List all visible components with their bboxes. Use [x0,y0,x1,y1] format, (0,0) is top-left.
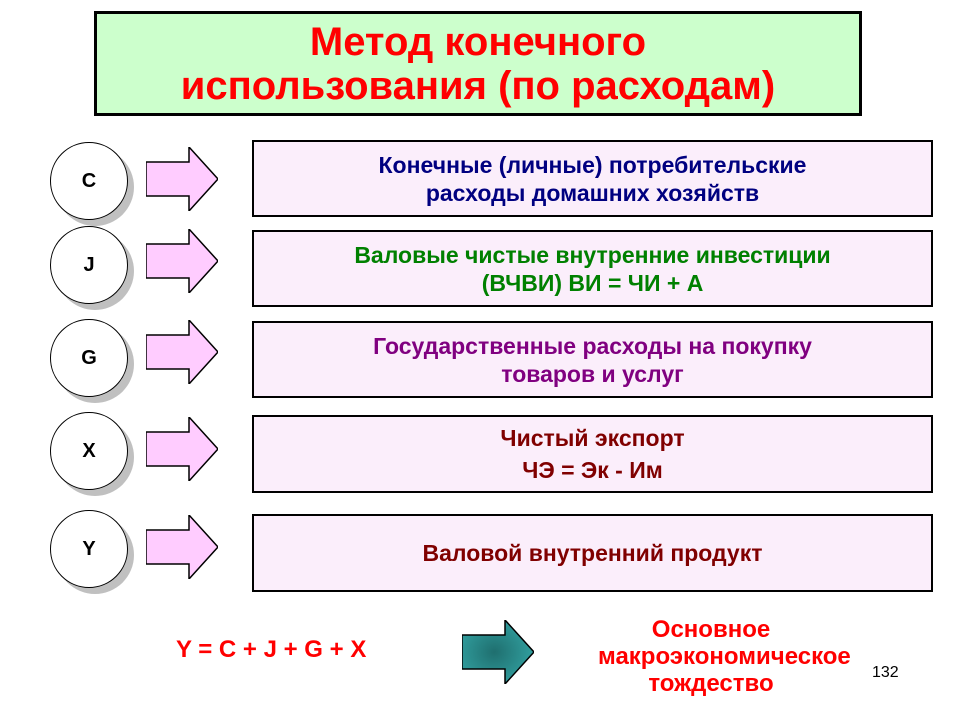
arrow-right-icon [146,147,218,211]
definition-box-government: Государственные расходы на покупку товар… [252,321,933,398]
identity-line: макроэкономическое [598,643,851,670]
definition-box-investment: Валовые чистые внутренние инвестиции (ВЧ… [252,230,933,307]
symbol-circle-y: Y [50,510,128,588]
definition-text-line: расходы домашних хозяйств [425,179,760,206]
page-number: 132 [872,664,899,681]
definition-text-line: Чистый экспорт [500,425,685,451]
symbol-circle-j: J [50,226,128,304]
symbol-circle-c: C [50,142,128,220]
definition-text-line: (ВЧВИ) ВИ = ЧИ + А [481,269,704,296]
arrow-right-icon [462,620,534,684]
title-line-1: Метод конечного [309,19,647,64]
gdp-formula: Y = C + J + G + X [176,636,367,663]
symbol-circle-g: G [50,319,128,397]
definition-text-line: Валовой внутренний продукт [422,540,763,566]
arrow-right-icon [146,229,218,293]
definition-text-line: Государственные расходы на покупку [373,332,812,359]
title-line-2: использования (по расходам) [180,63,776,108]
definition-text-line: Валовые чистые внутренние инвестиции [354,241,831,268]
arrow-right-icon [146,515,218,579]
title-box: Метод конечного использования (по расход… [94,11,862,116]
definition-text-line: товаров и услуг [501,360,684,387]
identity-line: Основное [651,616,771,643]
definition-box-consumption: Конечные (личные) потребительские расход… [252,140,933,217]
definition-text-line: Конечные (личные) потребительские [378,151,807,178]
arrow-right-icon [146,320,218,384]
symbol-circle-x: X [50,412,128,490]
arrow-right-icon [146,417,218,481]
identity-line: тождество [648,670,774,697]
identity-caption: Основное макроэкономическое тождество [598,616,851,697]
definition-box-gdp: Валовой внутренний продукт [252,514,933,592]
definition-box-net-export: Чистый экспорт ЧЭ = Эк - Им [252,415,933,493]
definition-text-line: ЧЭ = Эк - Им [522,457,663,483]
